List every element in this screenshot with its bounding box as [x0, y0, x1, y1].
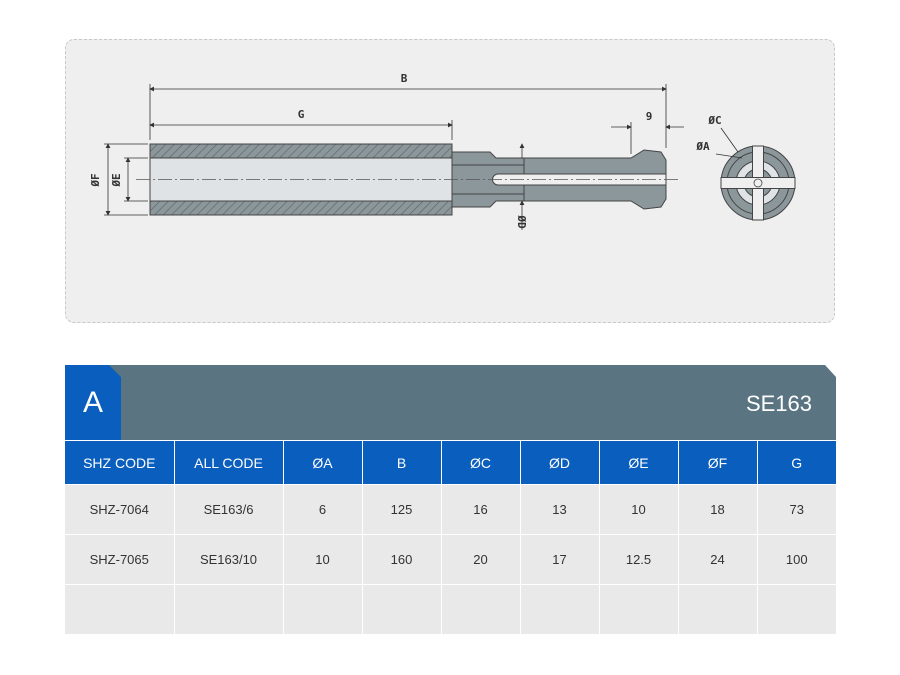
table-cell: 17 [520, 534, 600, 585]
drawing-panel: B G 9 ØF ØE ØD ØC ØA [65, 39, 835, 323]
column-header: ALL CODE [174, 441, 284, 485]
spec-table: SHZ CODE ALL CODE ØA B ØC ØD ØE ØF G SHZ… [65, 441, 836, 634]
table-cell: 6 [283, 484, 363, 535]
table-cell [283, 584, 363, 634]
table-cell: SHZ-7064 [65, 484, 175, 535]
table-cell: 24 [678, 534, 758, 585]
table-cell [362, 584, 442, 634]
table-cell: 100 [757, 534, 836, 585]
table-cell: 16 [441, 484, 521, 535]
column-header: ØC [441, 441, 521, 485]
collet-side-view [136, 143, 678, 216]
table-cell: 73 [757, 484, 836, 535]
table-cell: 13 [520, 484, 600, 535]
column-header: ØA [283, 441, 363, 485]
table-cell [174, 584, 284, 634]
table-header-row: SHZ CODE ALL CODE ØA B ØC ØD ØE ØF G [65, 441, 836, 485]
table-cell [441, 584, 521, 634]
dim-label-c: ØC [707, 114, 721, 127]
table-cell: SE163/6 [174, 484, 284, 535]
dimension-lines [104, 84, 684, 230]
collet-technical-drawing: B G 9 ØF ØE ØD ØC ØA [89, 72, 796, 230]
dim-label-9: 9 [646, 110, 653, 123]
table-cell: 20 [441, 534, 521, 585]
table-cell: 160 [362, 534, 442, 585]
banner-letter: A [82, 386, 103, 419]
column-header: ØD [520, 441, 600, 485]
table-row: SHZ-7065 SE163/10 10 160 20 17 12.5 24 1… [65, 534, 836, 585]
dim-label-e: ØE [110, 173, 123, 187]
table-cell: 10 [599, 484, 679, 535]
column-header: G [757, 441, 836, 485]
table-row-empty [65, 584, 836, 634]
column-header: ØE [599, 441, 679, 485]
table-cell: SHZ-7065 [65, 534, 175, 585]
dim-label-f: ØF [89, 173, 102, 187]
banner-background [65, 365, 836, 440]
column-header: B [362, 441, 442, 485]
dimension-labels: B G 9 ØF ØE ØD ØC ØA [89, 72, 722, 229]
column-header: ØF [678, 441, 758, 485]
banner-model-title: SE163 [745, 391, 812, 416]
table-cell [757, 584, 836, 634]
dim-label-g: G [298, 108, 305, 121]
table-cell: 10 [283, 534, 363, 585]
table-cell: 12.5 [599, 534, 679, 585]
table-cell [599, 584, 679, 634]
collet-end-view [715, 127, 796, 221]
table-row: SHZ-7064 SE163/6 6 125 16 13 10 18 73 [65, 484, 836, 535]
table-cell: SE163/10 [174, 534, 284, 585]
dim-label-a: ØA [695, 140, 710, 153]
dim-label-b: B [401, 72, 408, 85]
dim-label-d: ØD [515, 214, 528, 229]
series-banner: A SE163 [65, 365, 836, 440]
column-header: SHZ CODE [65, 441, 175, 485]
table-cell: 18 [678, 484, 758, 535]
table-cell [678, 584, 758, 634]
table-cell [65, 584, 175, 634]
table-cell: 125 [362, 484, 442, 535]
table-cell [520, 584, 600, 634]
